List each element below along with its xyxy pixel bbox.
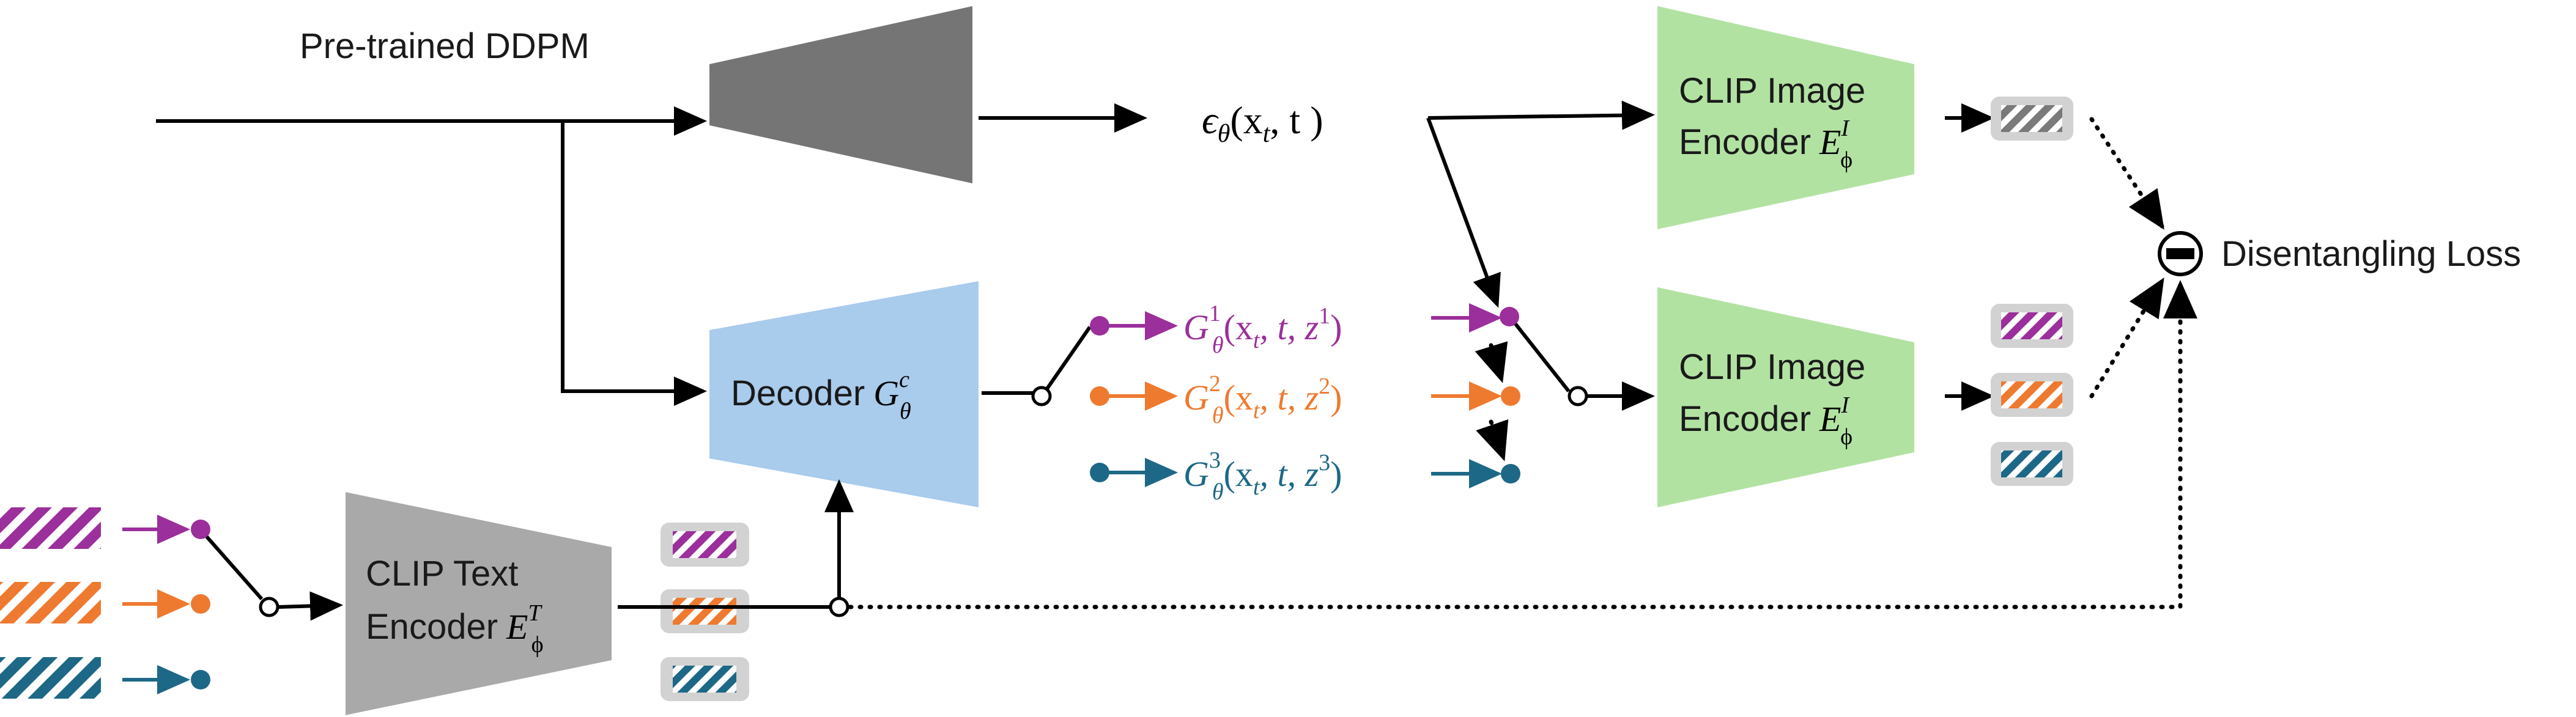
text-switch-lever <box>205 535 264 600</box>
text-input-embedding-purple <box>0 507 101 549</box>
clip-text-encoder-block <box>346 492 612 715</box>
text-embedding-teal <box>673 666 736 693</box>
clip-image-encoder-top <box>1657 6 1914 229</box>
dotted-switch-arrow-2 <box>1476 419 1509 461</box>
clip-image-bottom-label-line1: CLIP Image <box>1679 347 1865 387</box>
decoder-switch-open-circle-icon <box>1031 386 1052 406</box>
decoder-input-arrow <box>561 121 707 406</box>
image-embedding-teal <box>2001 450 2062 477</box>
dotted-top-to-loss-arrow <box>2089 117 2164 230</box>
text-switch-dot-teal <box>191 670 210 689</box>
g3-source-dot <box>1090 463 1109 482</box>
image-embedding-purple <box>2001 312 2062 339</box>
epsilon-output-label: ϵθ(xt, t ) <box>1202 98 1323 148</box>
ddpm-block <box>709 6 972 183</box>
decoder-switch-lever <box>1045 326 1092 390</box>
decoder-block <box>709 281 979 507</box>
g2-target-dot <box>1501 386 1520 406</box>
encoder-switch-lever <box>1514 323 1571 392</box>
clip-image-encoder-bottom <box>1657 287 1914 507</box>
text-switch-dot-purple <box>191 520 210 539</box>
g2-source-dot <box>1090 386 1109 406</box>
g3-target-dot <box>1501 464 1520 484</box>
dotted-text-to-loss-arrow <box>848 280 2197 609</box>
text-input-embedding-teal <box>0 657 101 699</box>
minus-bar <box>2166 248 2194 259</box>
g1-target-dot <box>1500 307 1519 326</box>
text-input-embedding-orange <box>0 582 101 623</box>
g1-source-dot <box>1090 316 1109 336</box>
text-switch-open-circle-icon <box>259 597 279 617</box>
clip-text-label-line1: CLIP Text <box>366 554 518 594</box>
top-output-embedding-gray <box>2001 105 2062 132</box>
dotted-bottom-to-loss-arrow <box>2089 278 2164 399</box>
encoder-switch-open-circle-icon <box>1567 386 1588 406</box>
text-switch-dot-orange <box>191 594 210 614</box>
dotted-switch-arrow-1 <box>1475 341 1508 383</box>
epsilon-to-image-encoder-arrow <box>1427 100 1655 130</box>
text-switch-to-encoder-arrow <box>278 591 343 621</box>
pretrained-ddpm-label: Pre-trained DDPM <box>300 26 590 66</box>
text-branch-node-icon <box>829 597 849 617</box>
image-embedding-orange <box>2001 381 2062 408</box>
epsilon-to-switch-arrow <box>1426 117 1501 308</box>
text-embedding-purple <box>673 531 736 558</box>
text-embedding-orange <box>673 598 736 625</box>
disentangling-loss-label: Disentangling Loss <box>2221 234 2521 274</box>
clip-image-top-label-line1: CLIP Image <box>1679 71 1865 111</box>
